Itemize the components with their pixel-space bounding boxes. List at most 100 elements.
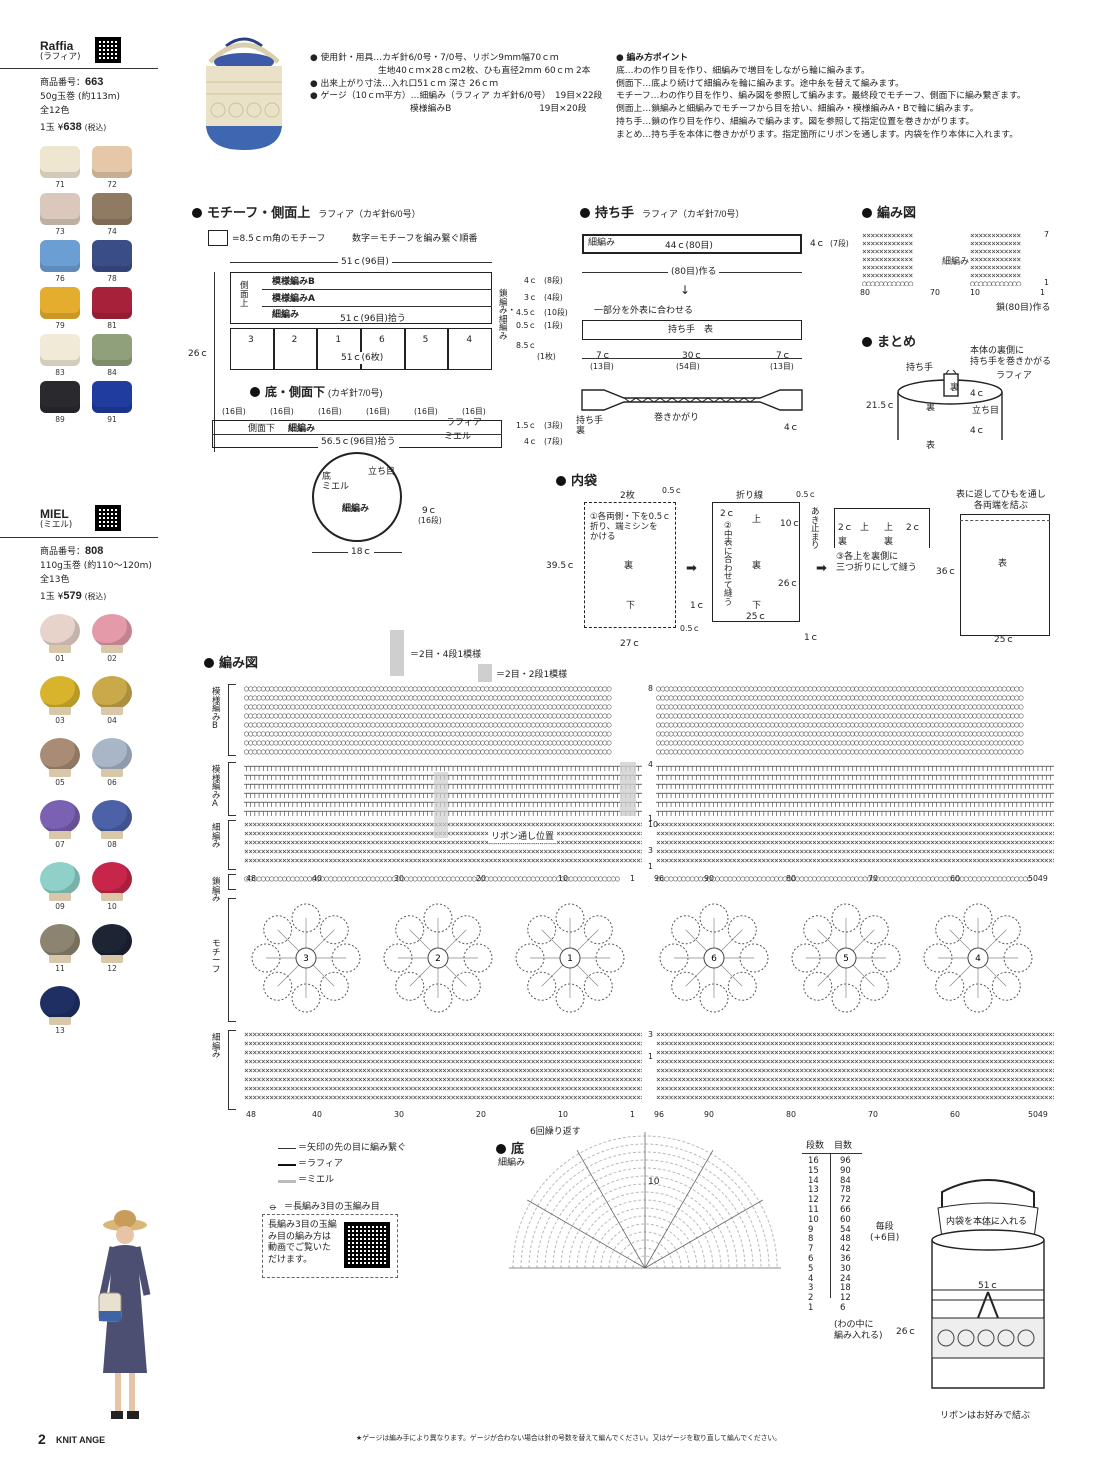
swatch-label: 79 [55,321,65,330]
segment-label: (16目) [414,407,438,416]
motif-number: 4 [975,954,981,964]
handle-rows: (7段) [830,239,849,248]
legend-arrow: ＝矢印の先の目に編み繋ぐ [298,1143,407,1153]
miel-price: 579 [63,589,82,602]
finish-c4a: 4ｃ [970,389,985,399]
col-70: 70 [930,288,940,297]
miel-name-jp: (ミエル) [40,520,73,530]
stitch-band: ○○○○○○○○○○○○○○○○○○○○○○○○○○○○○○○○○○○○○○○○… [244,684,611,756]
pick-label: 51ｃ(96目)拾う [340,314,406,324]
yarn-swatch [40,193,80,225]
inner-final-note: 表に返してひもを通し 各両端を結ぶ [956,490,1046,511]
table-rule [830,1153,831,1298]
dim-right: 4.5ｃ [516,308,537,317]
swatch-label: 12 [107,964,117,973]
qr-code-icon[interactable] [95,37,121,63]
materials-line: 模様編みB 19目×20段 [410,104,587,114]
swatch-label: 71 [55,180,65,189]
axis-label: 20 [476,1110,486,1119]
axis-label: 40 [312,1110,322,1119]
raffia-line-icon [278,1164,296,1166]
raffia-name-jp: (ラフィア) [40,52,81,62]
table-note-increase: 毎段 (+6目) [870,1222,900,1243]
motif-number: 1 [567,954,573,964]
arrow-down-icon: ↓ [680,283,691,297]
product-number: 663 [85,76,104,88]
table-cell-count: 36 [840,1254,851,1264]
table-cell-count: 90 [840,1165,851,1176]
axis-label: 10 [558,1110,568,1119]
inner-c10: 10ｃ [780,519,801,529]
axis-label: 10 [558,874,568,883]
finish-back-1: 裏 [950,383,960,393]
inner-piece-3 [834,508,930,548]
finish-back-2: 裏 [926,403,936,413]
circle-stand-label: 立ち目 [368,467,396,477]
swatch-label: 11 [55,964,65,973]
dim-label: 51ｃ(6枚) [338,352,387,365]
swatch-label: 01 [55,654,65,663]
swatch-label: 10 [107,902,117,911]
round-line [584,1207,706,1269]
row-single-crochet: 細編み [272,310,300,320]
circle-height: 9ｃ [422,506,437,516]
section-title: 底・側面下 [265,385,326,399]
motif-diagram: 6 [659,903,769,1013]
divider [262,306,492,307]
final-h: 26ｃ [896,1327,917,1337]
dim-line [582,358,802,359]
table-cell-row: 5 [808,1263,814,1274]
finish-c4b: 4ｃ [970,426,985,436]
qr-code-icon[interactable] [344,1222,390,1268]
table-cell-row: 14 [808,1175,819,1186]
motif-diagram: 5 [791,903,901,1013]
stitch-band: ××××××××××××××××××××××××××××××××××××××××… [656,1030,1054,1102]
motif-number: 2 [291,335,298,345]
inner-back: 裏 [624,561,634,571]
dim-a: 7ｃ [596,351,611,361]
legend-2row-icon [478,664,492,682]
divider [0,68,158,69]
row-label: 細編み [212,1033,221,1060]
height-line [214,272,215,452]
table-cell-count: 78 [840,1185,851,1196]
dim-right: (7段) [544,437,563,446]
arrow-right-icon: ➡ [686,561,697,576]
motif-cell [404,328,449,370]
section-subtitle: (カギ針7/0号) [328,388,383,398]
table-cell-count: 54 [840,1224,851,1235]
section-bottom-side-title: 底・側面下(カギ針7/0号) [250,384,383,400]
axis-label: 60 [950,1110,960,1119]
row-label: 模様編みA [212,765,221,809]
table-cell-row: 15 [808,1165,819,1176]
table-cell-row: 1 [808,1303,814,1313]
section-subtitle: ラフィア（カギ針7/0号） [642,209,745,219]
motif-number: 2 [435,954,441,964]
dim-cb: (13目) [770,362,794,371]
handle-strip [582,234,802,254]
row-number: 4 [648,760,653,769]
swatch-label: 05 [55,778,65,787]
product-number: 808 [85,545,104,557]
miel-spec: 110g玉巻 (約110〜120m) [40,561,152,572]
motif-diagram: 2 [383,903,493,1013]
section-title: 編み図 [877,205,917,220]
table-cell-count: 12 [840,1293,851,1304]
bottom-chart-illustration [509,1132,781,1269]
stitch-label: 細編み [288,424,316,434]
qr-code-icon[interactable] [95,505,121,531]
point-line: 側面上…鎖編みと細編みでモチーフから目を拾い、細編み・模様編みA・Bで輪に編みま… [616,104,979,114]
row-number: 1 [648,862,653,871]
height-label: 26ｃ [188,349,209,359]
inner-step2: ②中表に合わせて縫う [724,521,733,608]
dim-right: (1段) [544,321,563,330]
row-number: 1 [648,814,653,823]
materials-line: 生地40ｃｍ×28ｃｍ2枚、ひも直径2mm 60ｃｍ 2本 [378,65,591,76]
handle-w: 4ｃ [784,423,799,433]
swatch-label: 73 [55,227,65,236]
bottom-stitch: 細編み [498,1158,526,1168]
video-box [262,1214,398,1278]
yarn-swatch [92,146,132,178]
axis-label: 5049 [1028,1110,1048,1119]
